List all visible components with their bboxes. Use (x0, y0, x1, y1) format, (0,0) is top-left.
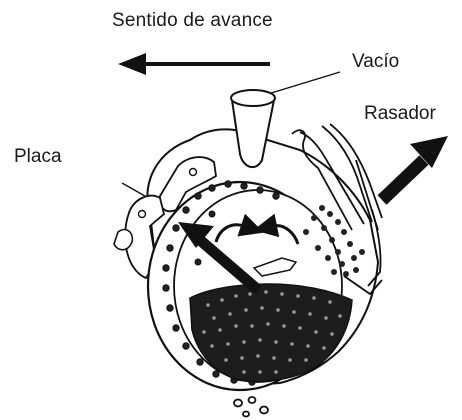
direction-arrow (118, 53, 270, 75)
seed-mass (190, 284, 352, 382)
mounting-lug (114, 230, 132, 250)
scraper-arrow (382, 136, 448, 200)
bolt-hole (190, 169, 197, 176)
vacuum-leader-line (268, 72, 340, 94)
falling-seeds (234, 397, 268, 417)
bolt-hole (139, 211, 146, 218)
